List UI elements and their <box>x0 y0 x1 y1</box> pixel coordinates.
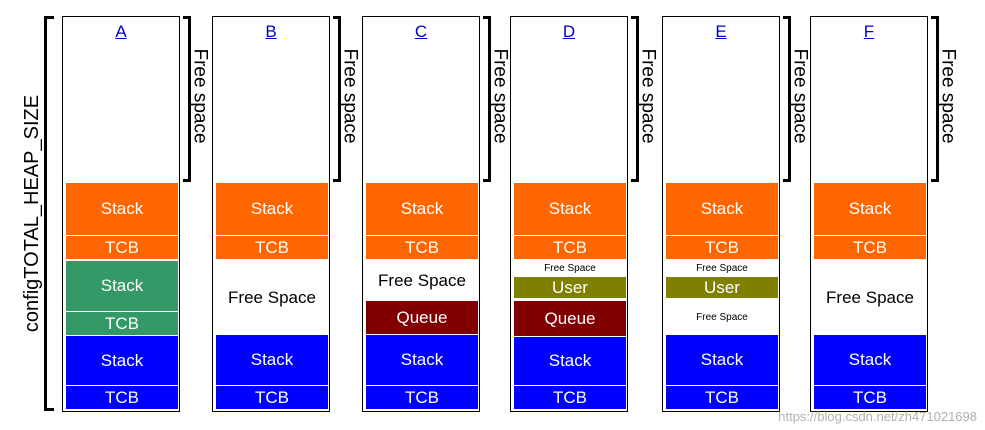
stack-block: Stack <box>66 336 178 386</box>
stack-block: Stack <box>366 335 478 386</box>
tcb-block: TCB <box>66 312 178 336</box>
tcb-block: TCB <box>366 386 478 410</box>
free-space-block: Free Space <box>696 263 748 274</box>
column-label: F <box>863 22 875 41</box>
tcb-block: TCB <box>514 386 626 410</box>
heap-size-bracket <box>44 16 54 411</box>
stack-block: Stack <box>66 183 178 236</box>
stack-block: Stack <box>814 335 926 386</box>
free-space-bracket <box>483 16 491 182</box>
heap-size-label: configTOTAL_HEAP_SIZE <box>21 94 44 333</box>
free-space-label: Free space <box>340 48 362 144</box>
free-space-label: Free space <box>790 48 812 144</box>
tcb-block: TCB <box>666 386 778 410</box>
free-space-label: Free space <box>490 48 512 144</box>
tcb-block: TCB <box>514 236 626 260</box>
stack-block: Stack <box>666 335 778 386</box>
free-space-label: Free space <box>638 48 660 144</box>
tcb-block: TCB <box>66 236 178 260</box>
free-space-bracket <box>333 16 341 182</box>
free-space-block: Free Space <box>696 311 748 323</box>
stack-block: Stack <box>514 337 626 386</box>
user-block: User <box>666 277 778 299</box>
stack-block: Stack <box>216 335 328 386</box>
user-block: User <box>514 277 626 299</box>
stack-block: Stack <box>666 183 778 236</box>
tcb-block: TCB <box>366 236 478 260</box>
column-label: C <box>414 22 428 41</box>
free-space-label: Free space <box>938 48 960 144</box>
free-space-block: Free Space <box>228 287 316 307</box>
stack-block: Stack <box>66 261 178 312</box>
tcb-block: TCB <box>666 236 778 260</box>
tcb-block: TCB <box>814 386 926 410</box>
free-space-label: Free space <box>190 48 212 144</box>
free-space-block: Free Space <box>826 287 914 307</box>
watermark: https://blog.csdn.net/zh471021698 <box>778 409 977 424</box>
tcb-block: TCB <box>66 386 178 410</box>
column-label: D <box>562 22 576 41</box>
free-space-bracket <box>183 16 191 182</box>
column-label: A <box>115 22 127 41</box>
queue-block: Queue <box>514 301 626 337</box>
column-label: B <box>265 22 277 41</box>
stack-block: Stack <box>216 183 328 236</box>
free-space-block: Free Space <box>378 270 466 290</box>
tcb-block: TCB <box>814 236 926 260</box>
stack-block: Stack <box>366 183 478 236</box>
stack-block: Stack <box>514 183 626 236</box>
free-space-bracket <box>631 16 639 182</box>
column-label: E <box>715 22 727 41</box>
free-space-bracket <box>931 16 939 182</box>
queue-block: Queue <box>366 301 478 335</box>
stack-block: Stack <box>814 183 926 236</box>
tcb-block: TCB <box>216 236 328 260</box>
free-space-bracket <box>783 16 791 182</box>
free-space-block: Free Space <box>544 263 596 274</box>
tcb-block: TCB <box>216 386 328 410</box>
